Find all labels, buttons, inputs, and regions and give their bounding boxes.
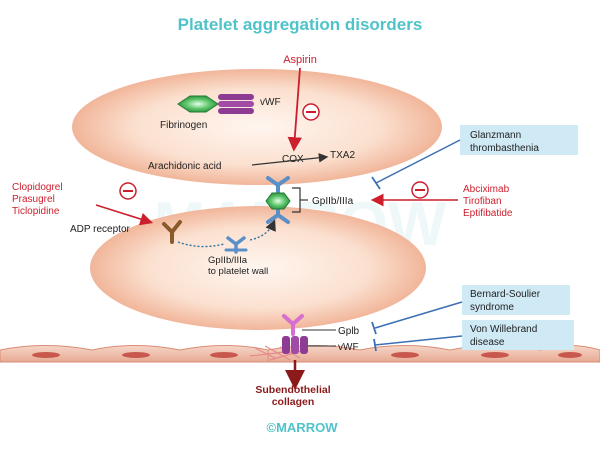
- arachidonic-acid-label: Arachidonic acid: [148, 161, 221, 172]
- receptor-icon: [224, 236, 248, 254]
- top-platelet: [72, 69, 442, 185]
- gpiib-to-wall-line1: GpIIb/IIIa: [208, 255, 248, 266]
- gpiib-to-wall-line2: to platelet wall: [208, 266, 268, 277]
- fibrinogen-label: Fibrinogen: [160, 120, 207, 131]
- prasugrel-label: Prasugrel: [12, 194, 55, 205]
- clopidogrel-label: Clopidogrel: [12, 182, 63, 193]
- minus-circle-icon-abciximab: [411, 181, 429, 199]
- glanzmann-box: Glanzmann thrombasthenia: [460, 125, 578, 155]
- endothelium-layer: [0, 345, 600, 363]
- subendothelial-label: Subendothelial: [255, 384, 330, 396]
- vwf-bottom-icon: [282, 336, 308, 354]
- vonwillebrand-line2: disease: [470, 337, 505, 348]
- vonwillebrand-line1: Von Willebrand: [470, 324, 537, 335]
- adp-receptor-icon: [162, 220, 182, 244]
- von-willebrand-box: Von Willebrand disease: [462, 320, 574, 350]
- glanzmann-inhibition-bar-icon: [371, 139, 461, 190]
- aspirin-label: Aspirin: [283, 54, 317, 66]
- vwf-top-label: vWF: [260, 97, 281, 108]
- minus-circle-icon-aspirin: [302, 103, 320, 121]
- gplb-receptor-icon: [282, 314, 304, 336]
- gpiib-iiia-complex-icon: [265, 176, 291, 224]
- cox-arrow: [251, 153, 329, 166]
- bernard-line2: syndrome: [470, 302, 514, 313]
- aspirin-arrow: [287, 67, 302, 152]
- glanzmann-line1: Glanzmann: [470, 130, 521, 141]
- bernard-inhibition-bar-icon: [371, 301, 463, 335]
- adp-receptor-label: ADP receptor: [70, 224, 131, 235]
- glanzmann-line2: thrombasthenia: [470, 143, 539, 154]
- minus-circle-icon-clopidogrel: [119, 182, 137, 200]
- gplb-label: Gplb: [338, 326, 360, 337]
- page-title: Platelet aggregation disorders: [178, 15, 423, 34]
- footer-logo: ©MARROW: [267, 420, 339, 435]
- ticlopidine-label: Ticlopidine: [12, 206, 60, 217]
- vwf-top-icon: [218, 94, 254, 114]
- tirofiban-label: Tirofiban: [463, 196, 502, 207]
- clopidogrel-arrow: [95, 204, 154, 226]
- cox-label: COX: [282, 154, 304, 165]
- receptor-to-wall-arrow: [249, 219, 276, 241]
- vwf-bottom-label: vWF: [338, 342, 359, 353]
- gpiib-iiia-label: GpIIb/IIIa: [312, 196, 354, 207]
- bernard-line1: Bernard-Soulier: [470, 289, 541, 300]
- vonwillebrand-inhibition-bar-icon: [373, 335, 463, 352]
- txa2-label: TXA2: [330, 150, 355, 161]
- collagen-label: collagen: [272, 396, 315, 408]
- bernard-soulier-box: Bernard-Soulier syndrome: [462, 285, 570, 315]
- eptifibatide-label: Eptifibatide: [463, 208, 513, 219]
- abciximab-label: Abciximab: [463, 184, 510, 195]
